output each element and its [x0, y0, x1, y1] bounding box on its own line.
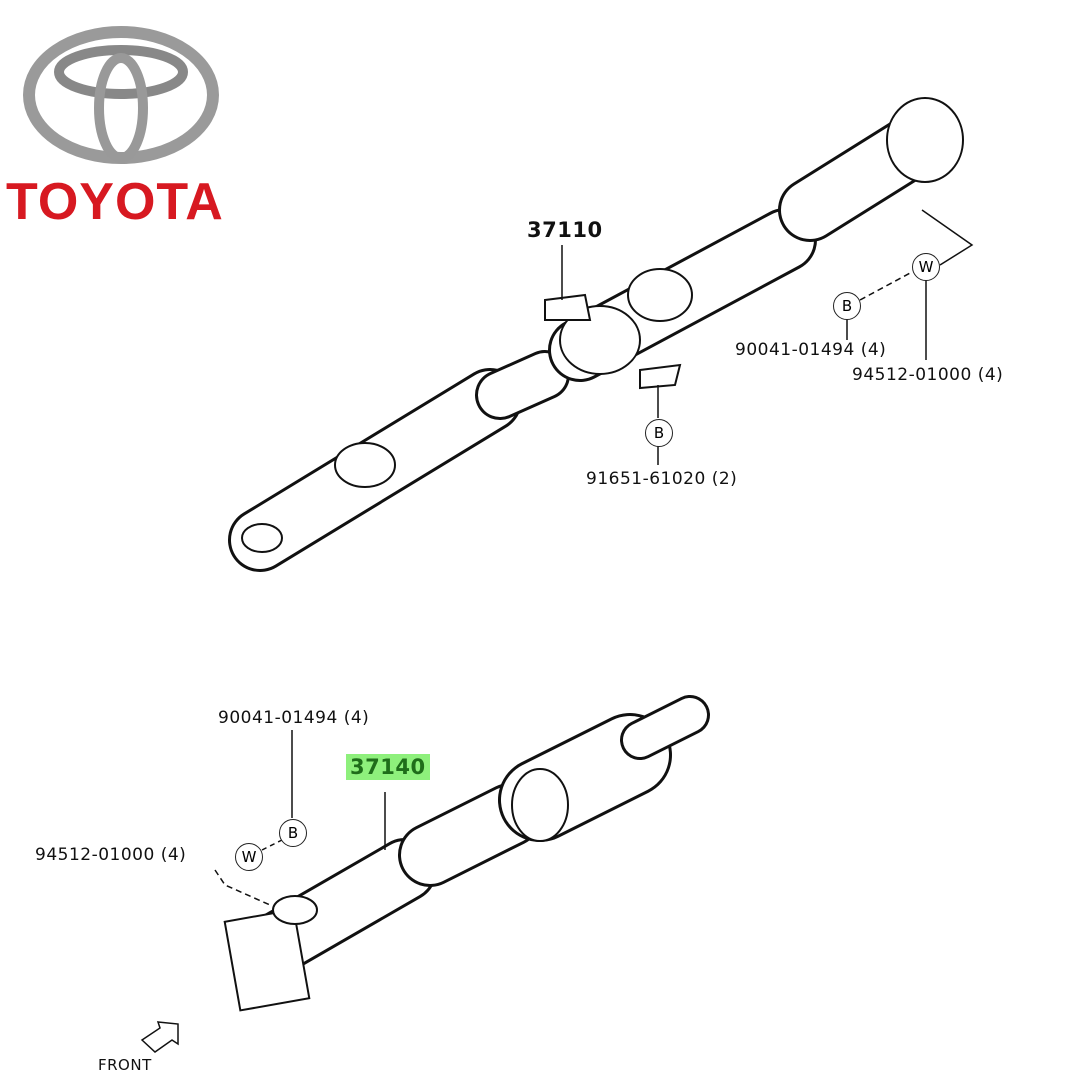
- callout-bolt[interactable]: 90041-01494 (4): [735, 340, 887, 360]
- washer-symbol: W: [912, 253, 940, 281]
- bolt-symbol: B: [279, 819, 307, 847]
- lower-propeller-shaft: [223, 695, 710, 1012]
- toyota-logo: [23, 26, 219, 164]
- brand-name: TOYOTA: [6, 173, 224, 231]
- washer-symbol: W: [235, 843, 263, 871]
- leader-lines: [214, 209, 974, 906]
- part-number-37140[interactable]: 37140: [346, 754, 430, 780]
- upper-propeller-shaft: [228, 97, 964, 572]
- callout-bolt[interactable]: 90041-01494 (4): [218, 708, 370, 728]
- front-arrow-icon: [140, 1021, 179, 1053]
- bolt-symbol: B: [645, 419, 673, 447]
- callout-bearing-bolt[interactable]: 91651-61020 (2): [586, 469, 738, 489]
- front-label: FRONT: [98, 1056, 152, 1074]
- callout-washer[interactable]: 94512-01000 (4): [35, 845, 187, 865]
- part-number-37110[interactable]: 37110: [527, 218, 603, 242]
- bolt-symbol: B: [833, 292, 861, 320]
- callout-washer[interactable]: 94512-01000 (4): [852, 365, 1004, 385]
